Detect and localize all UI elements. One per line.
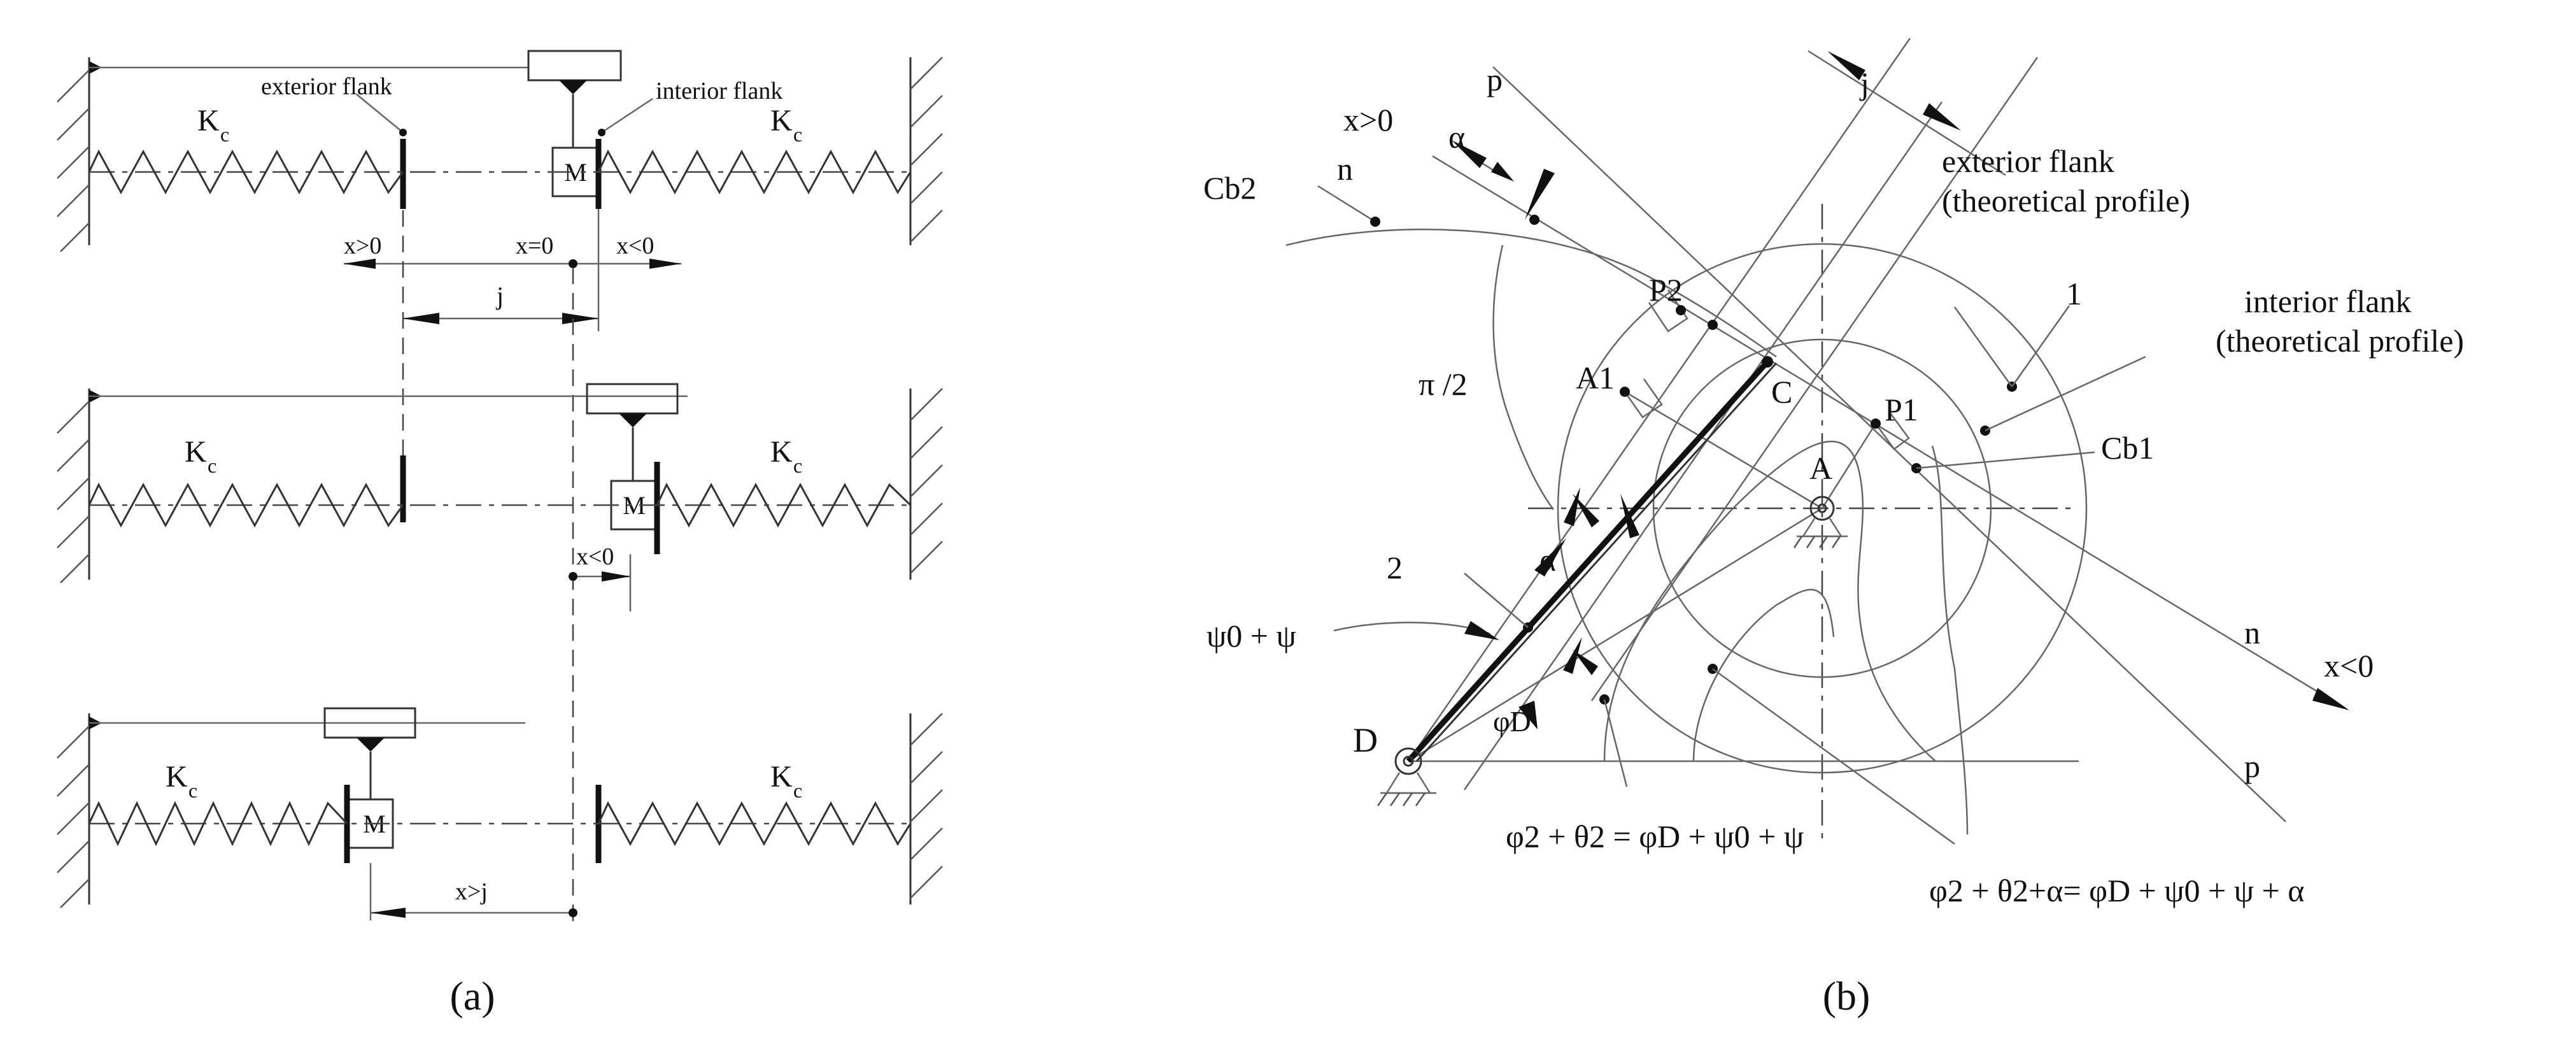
- label-p2: P2: [1649, 272, 1683, 308]
- label-alpha-mid: α: [1539, 542, 1556, 578]
- spring-right: [656, 482, 912, 528]
- x-pos-label: x>0: [344, 232, 381, 259]
- label-psi: ψ0 + ψ: [1207, 618, 1296, 654]
- stiffness-subscript: c: [793, 123, 802, 146]
- stiffness-label: K: [770, 760, 793, 794]
- exterior-flank-label: exterior flank: [261, 73, 392, 100]
- row-3: M K c K c x>j: [88, 707, 912, 920]
- stiffness-label: K: [185, 435, 207, 469]
- label-interior-flank-1: interior flank: [2244, 283, 2411, 319]
- interior-flank-label: interior flank: [656, 78, 782, 104]
- label-p-bottom: p: [2244, 748, 2260, 784]
- stiffness-subscript: c: [793, 779, 802, 802]
- equation-2: φ2 + θ2+α= φD + ψ0 + ψ + α: [1929, 873, 2304, 908]
- spring-left: [88, 801, 348, 847]
- x-gt-j-label: x>j: [455, 878, 488, 905]
- pivot-d: [1376, 747, 1436, 806]
- panel-a: M K c K c exterior flank interior flank …: [57, 50, 943, 1019]
- stiffness-subscript: c: [188, 779, 197, 802]
- stiffness-subscript: c: [208, 454, 216, 477]
- row-2: M K c K c x<0: [88, 383, 912, 611]
- stiffness-label: K: [770, 435, 793, 469]
- pi-half-arc: [1492, 245, 1555, 510]
- label-alpha-top: α: [1448, 119, 1465, 155]
- backlash-label: j: [495, 282, 504, 310]
- equation-1: φ2 + θ2 = φD + ψ0 + ψ: [1506, 819, 1804, 854]
- panel-b: p x>0 n α j Cb2 P2 C A1 π /2 P1 A Cb1 1 …: [1203, 38, 2464, 1019]
- label-a1: A1: [1576, 360, 1615, 396]
- stiffness-subscript: c: [793, 454, 802, 477]
- label-exterior-flank-1: exterior flank: [1942, 143, 2114, 179]
- stiffness-label: K: [197, 104, 220, 138]
- label-d: D: [1353, 721, 1378, 759]
- label-two: 2: [1387, 550, 1403, 585]
- label-exterior-flank-2: (theoretical profile): [1942, 183, 2190, 218]
- stiffness-label: K: [166, 760, 188, 794]
- stiffness-label: K: [770, 104, 793, 138]
- label-a: A: [1809, 450, 1832, 486]
- gear-1-outer-circle: [1557, 243, 2088, 774]
- label-j: j: [1859, 66, 1869, 101]
- label-n-bottom: n: [2244, 615, 2260, 650]
- label-x-neg: x<0: [2324, 648, 2374, 683]
- label-c: C: [1771, 374, 1792, 410]
- label-interior-flank-2: (theoretical profile): [2216, 323, 2464, 359]
- panel-b-caption: (b): [1823, 973, 1871, 1019]
- left-wall: [57, 57, 90, 908]
- label-pi-half: π /2: [1419, 366, 1468, 402]
- right-wall: [909, 57, 943, 905]
- gear-1-pitch-circle: [1652, 338, 1992, 678]
- panel-a-caption: (a): [449, 973, 495, 1019]
- label-p1: P1: [1885, 392, 1918, 427]
- label-p-top: p: [1487, 62, 1503, 97]
- spring-right: [597, 801, 912, 847]
- cb2-curve: [1285, 228, 1777, 358]
- spring-right: [597, 149, 912, 195]
- profile-2: [1603, 440, 1936, 762]
- label-cb2: Cb2: [1203, 170, 1256, 206]
- label-one: 1: [2066, 276, 2082, 311]
- x-neg-label: x<0: [616, 232, 654, 259]
- stiffness-subscript: c: [220, 123, 229, 146]
- x-neg-label: x<0: [576, 543, 614, 570]
- label-n-top: n: [1337, 151, 1353, 187]
- row-1: M K c K c exterior flank interior flank …: [88, 50, 912, 331]
- label-phi-d: φD: [1493, 705, 1531, 738]
- pivot-a: [1793, 496, 1848, 548]
- label-cb1: Cb1: [2101, 430, 2154, 466]
- spring-left: [88, 482, 404, 528]
- spring-left: [88, 149, 404, 195]
- label-x-pos: x>0: [1343, 102, 1393, 138]
- x-zero-label: x=0: [516, 232, 553, 259]
